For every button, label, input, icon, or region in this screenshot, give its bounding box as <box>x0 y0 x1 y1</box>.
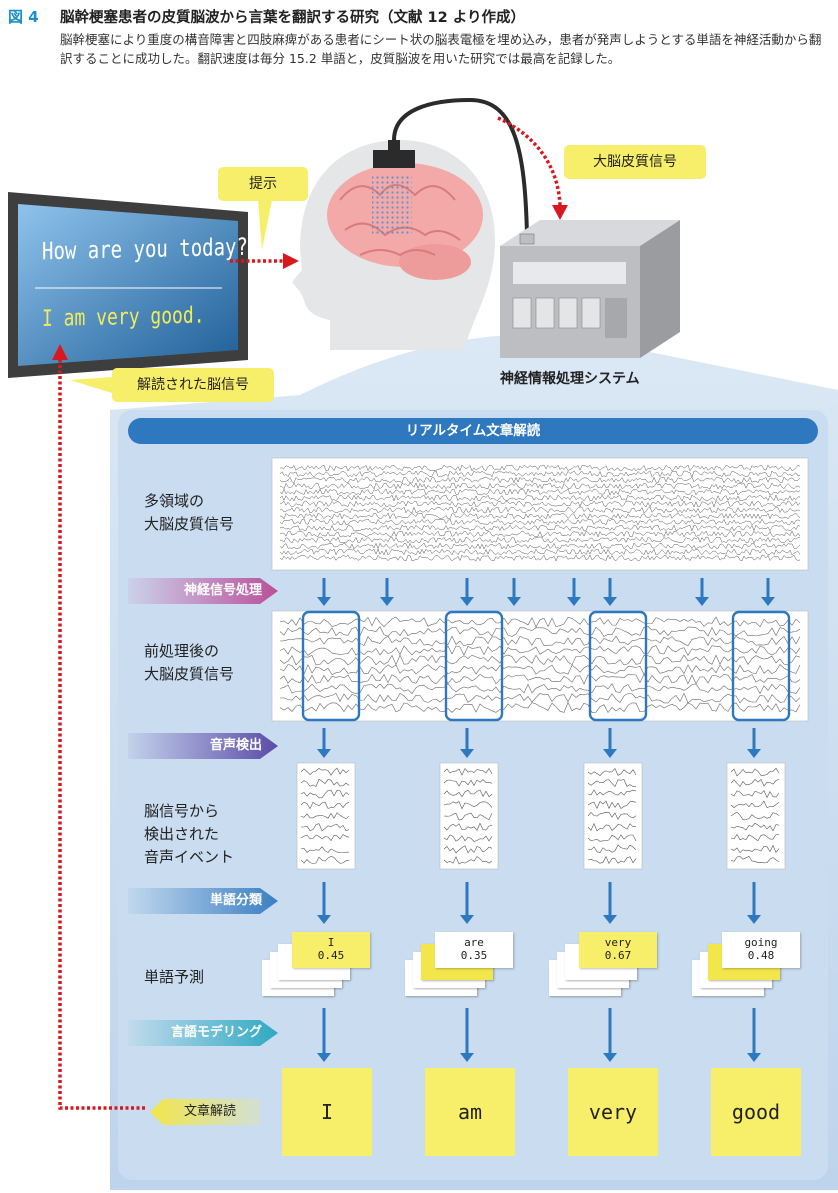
callout-present: 提示 <box>218 167 308 201</box>
stage-word-classification: 単語分類 <box>128 888 278 914</box>
callout-decoded-signal: 解読された脳信号 <box>112 368 274 402</box>
figure-label: 図 4 <box>8 8 39 26</box>
figure-description: 脳幹梗塞により重度の構音障害と四肢麻痺がある患者にシート状の脳表電極を埋め込み，… <box>60 32 822 66</box>
figure-title: 脳幹梗塞患者の皮質脳波から言葉を翻訳する研究（文献 12 より作成） <box>60 10 525 26</box>
callout-cortical-signal: 大脳皮質信号 <box>564 145 706 179</box>
decoded-word: good <box>711 1068 801 1156</box>
arrow-head-system <box>552 205 568 220</box>
stage-sentence-decoding: 文章解読 <box>150 1099 260 1125</box>
electrode-connector <box>373 97 529 236</box>
preprocessed-signal-panel <box>271 610 809 722</box>
monitor-answer: I am very good. <box>42 302 205 333</box>
stage-speech-detection: 音声検出 <box>128 733 278 759</box>
raw-signal-panel <box>271 457 809 571</box>
monitor-question: How are you today? <box>42 233 248 266</box>
row-label-prediction: 単語予測 <box>144 968 205 986</box>
decoded-word: I <box>282 1068 372 1156</box>
system-label: 神経情報処理システム <box>500 371 640 387</box>
brain-icon <box>327 163 483 280</box>
stage-neural-processing: 神経信号処理 <box>128 578 278 604</box>
monitor <box>8 192 248 378</box>
row-label-preprocessed: 前処理後の 大脳皮質信号 <box>144 642 235 683</box>
stage-language-modeling: 言語モデリング <box>128 1020 278 1046</box>
signal-flow-arrows <box>58 116 562 1110</box>
prediction-card: very 0.67 <box>579 932 657 968</box>
pipeline-arrows <box>317 578 775 1062</box>
neural-processing-system-icon <box>500 220 680 358</box>
detection-windows <box>301 610 791 722</box>
decoded-word: am <box>425 1068 515 1156</box>
decoded-word: very <box>568 1068 658 1156</box>
callout-tail-decoded <box>70 377 112 393</box>
arrow-head-present <box>283 253 299 269</box>
callout-tail-present <box>258 200 272 250</box>
prediction-card: are 0.35 <box>435 932 513 968</box>
speech-event-traces <box>300 767 780 865</box>
arrow-head-decoded <box>52 344 68 360</box>
panel-title: リアルタイム文章解読 <box>128 418 818 444</box>
row-label-events: 脳信号から 検出された 音声イベント <box>144 802 235 866</box>
prediction-card: going 0.48 <box>722 932 800 968</box>
raw-signal-traces <box>279 464 801 562</box>
row-label-raw: 多領域の 大脳皮質信号 <box>144 492 235 533</box>
electrode-array <box>372 175 412 235</box>
prediction-card: I 0.45 <box>292 932 370 968</box>
preprocessed-signal-traces <box>279 616 801 714</box>
